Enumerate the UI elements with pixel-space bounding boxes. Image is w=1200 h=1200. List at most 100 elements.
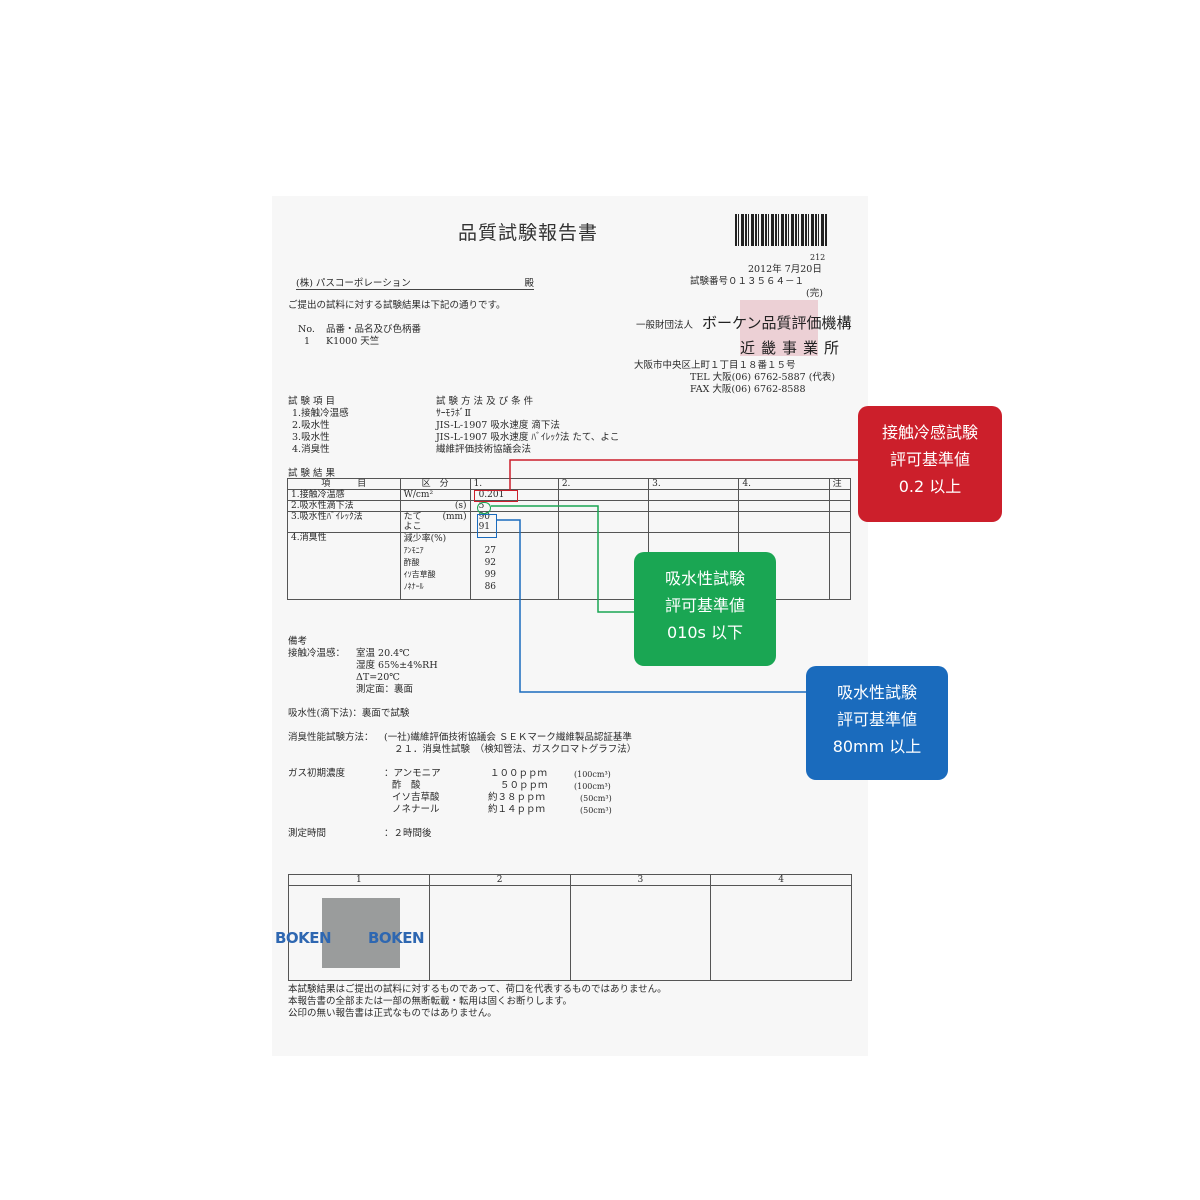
callout-title: 吸水性試験: [664, 569, 745, 588]
page-code: 212: [810, 253, 826, 262]
test-number: 試験番号０１３５６４－１: [690, 276, 805, 287]
test-method-4: 繊維評価技術協議会法: [436, 444, 532, 455]
callout-drop-absorption-standard: 吸水性試験 評可基準値 010s 以下: [634, 552, 776, 666]
boken-watermark: BOKEN: [368, 929, 425, 947]
callout-title: 接触冷感試験: [881, 423, 978, 442]
remarks-time-label: 測定時間: [288, 828, 327, 839]
gas-concentration: ５０ｐｐｍ: [500, 780, 548, 791]
gas-name: イソ吉草酸: [392, 792, 440, 803]
highlight-drop-value: [477, 502, 491, 514]
report-title: 品質試験報告書: [458, 222, 599, 244]
row3-warp-value: 90: [478, 512, 491, 522]
remarks-absorb-line: 吸水性(滴下法)：裏面で試験: [288, 708, 410, 719]
test-method-1: ｻｰﾓﾗﾎﾞⅡ: [436, 408, 471, 419]
test-item-2: 2.吸水性: [292, 420, 330, 431]
row4-label: 酢酸: [403, 558, 420, 567]
sample-header-no: No.: [298, 324, 315, 335]
remarks-contact-line: ΔT=20℃: [356, 672, 400, 683]
remarks-title: 備考: [288, 636, 308, 647]
org-prefix: 一般財団法人: [636, 320, 694, 331]
remarks-deodor-line1: (一社)繊維評価技術協議会 ＳＥＫマーク繊維製品認証基準: [384, 732, 632, 743]
org-office: 近畿事業所: [740, 339, 846, 357]
gas-name: 酢 酸: [392, 780, 421, 791]
row4-value: 99: [484, 570, 497, 580]
gas-volume: (50cm³): [580, 806, 612, 815]
callout-value: 80mm 以上: [832, 737, 922, 756]
org-address: 大阪市中央区上町１丁目１８番１５号: [634, 360, 796, 371]
report-date: 2012年 7月20日: [748, 264, 822, 275]
callout-value: 010s 以下: [667, 623, 743, 642]
remarks-gas-label: ガス初期濃度: [288, 768, 346, 779]
remarks-contact-line: 湿度 65%±4%RH: [356, 660, 438, 671]
remarks-deodor-line2: ２１．消臭性試験 （検知管法、ガスクロマトグラフ法）: [394, 744, 637, 755]
gas-volume: (100cm³): [574, 770, 611, 779]
test-item-header: 試 験 項 目: [288, 396, 336, 407]
gas-name: ノネナール: [392, 804, 440, 815]
photo-col-3: 3: [569, 874, 712, 886]
row3-unit: (mm): [442, 512, 467, 522]
footer-note: 本試験結果はご提出の試料に対するものであって、荷口を代表するものではありません。: [288, 984, 667, 995]
intro-text: ご提出の試料に対する試験結果は下記の通りです。: [288, 300, 506, 311]
gas-volume: (100cm³): [574, 782, 611, 791]
photo-col-2: 2: [428, 874, 571, 886]
test-method-header: 試 験 方 法 及 び 条 件: [436, 396, 534, 407]
gas-volume: (50cm³): [580, 794, 612, 803]
callout-contact-cooling-standard: 接触冷感試験 評可基準値 0.2 以上: [858, 406, 1002, 522]
remarks-contact-label: 接触冷温感：: [288, 648, 346, 659]
callout-subtitle: 評可基準値: [889, 450, 970, 469]
callout-title: 吸水性試験: [836, 683, 917, 702]
remarks-time-value: ：２時間後: [384, 828, 432, 839]
official-seal-stamp: [740, 300, 818, 356]
gas-name: ：アンモニア: [384, 768, 441, 779]
row4-value: 27: [484, 546, 497, 556]
highlight-byreck-value: [477, 514, 497, 538]
blue-connector-line: [497, 519, 806, 693]
gas-concentration: 約３８ｐｐｍ: [488, 792, 546, 803]
row4-label: ｱﾝﾓﾆｱ: [403, 546, 424, 555]
row4-sub-header: 減少率(%): [403, 534, 447, 544]
gas-concentration: 約１４ｐｐｍ: [488, 804, 546, 815]
photo-col-4: 4: [710, 874, 852, 886]
report-status: (完): [806, 288, 823, 299]
remarks-contact-line: 測定面：裏面: [356, 684, 414, 695]
results-label: 試 験 結 果: [288, 468, 336, 479]
callout-byreck-absorption-standard: 吸水性試験 評可基準値 80mm 以上: [806, 666, 948, 780]
table-row: 2.吸水性滴下法 (s) 5: [287, 500, 852, 512]
row4-item: 4.消臭性: [287, 532, 401, 600]
sample-name: K1000 天竺: [326, 336, 380, 347]
highlight-contact-cool-value: [474, 490, 518, 502]
callout-subtitle: 評可基準値: [664, 596, 745, 615]
row4-value: 86: [484, 582, 497, 592]
sample-header-name: 品番・品名及び色柄番: [326, 324, 422, 335]
test-method-2: JIS-L-1907 吸水速度 滴下法: [436, 420, 560, 431]
callout-subtitle: 評可基準値: [836, 710, 917, 729]
photo-header-row: 1 2 3 4: [288, 874, 852, 886]
row4-division: 減少率(%) ｱﾝﾓﾆｱ 酢酸 ｲｿ吉草酸 ﾉﾈﾅｰﾙ: [399, 532, 471, 600]
remarks-deodor-label: 消臭性能試験方法：: [288, 732, 374, 743]
row4-label: ﾉﾈﾅｰﾙ: [403, 582, 424, 591]
row4-value: 92: [484, 558, 497, 568]
test-item-3: 3.吸水性: [292, 432, 330, 443]
org-tel: TEL 大阪(06) 6762-5887 (代表): [690, 372, 836, 383]
row3-weft: よこ: [403, 522, 422, 532]
callout-value: 0.2 以上: [898, 477, 962, 496]
row4-values: 27 92 99 86: [469, 532, 559, 600]
gas-concentration: １００ｐｐｍ: [490, 768, 548, 779]
red-connector-line: [509, 459, 858, 490]
footer-note: 本報告書の全部または一部の無断転載・転用は固くお断りします。: [288, 996, 573, 1007]
test-item-4: 4.消臭性: [292, 444, 330, 455]
remarks-contact-line: 室温 20.4℃: [356, 648, 410, 659]
org-name: ボーケン品質評価機構: [702, 314, 852, 332]
test-method-3: JIS-L-1907 吸水速度 ﾊﾞｲﾚｯｸ法 たて、よこ: [436, 432, 620, 443]
test-item-1: 1.接触冷温感: [292, 408, 349, 419]
barcode: [735, 214, 828, 246]
row3-weft-value: 91: [478, 522, 491, 532]
client-name: (株) パスコーポレーション 殿: [296, 278, 534, 290]
table-row: 3.吸水性ﾊﾞｲﾚｯｸ法 たて (mm) よこ 90 91: [287, 511, 852, 533]
fabric-sample-photo: [322, 898, 400, 968]
photo-col-1: 1: [288, 874, 430, 886]
org-fax: FAX 大阪(06) 6762-8588: [690, 384, 806, 395]
row3-warp: たて: [403, 512, 422, 522]
boken-watermark: BOKEN: [275, 929, 332, 947]
